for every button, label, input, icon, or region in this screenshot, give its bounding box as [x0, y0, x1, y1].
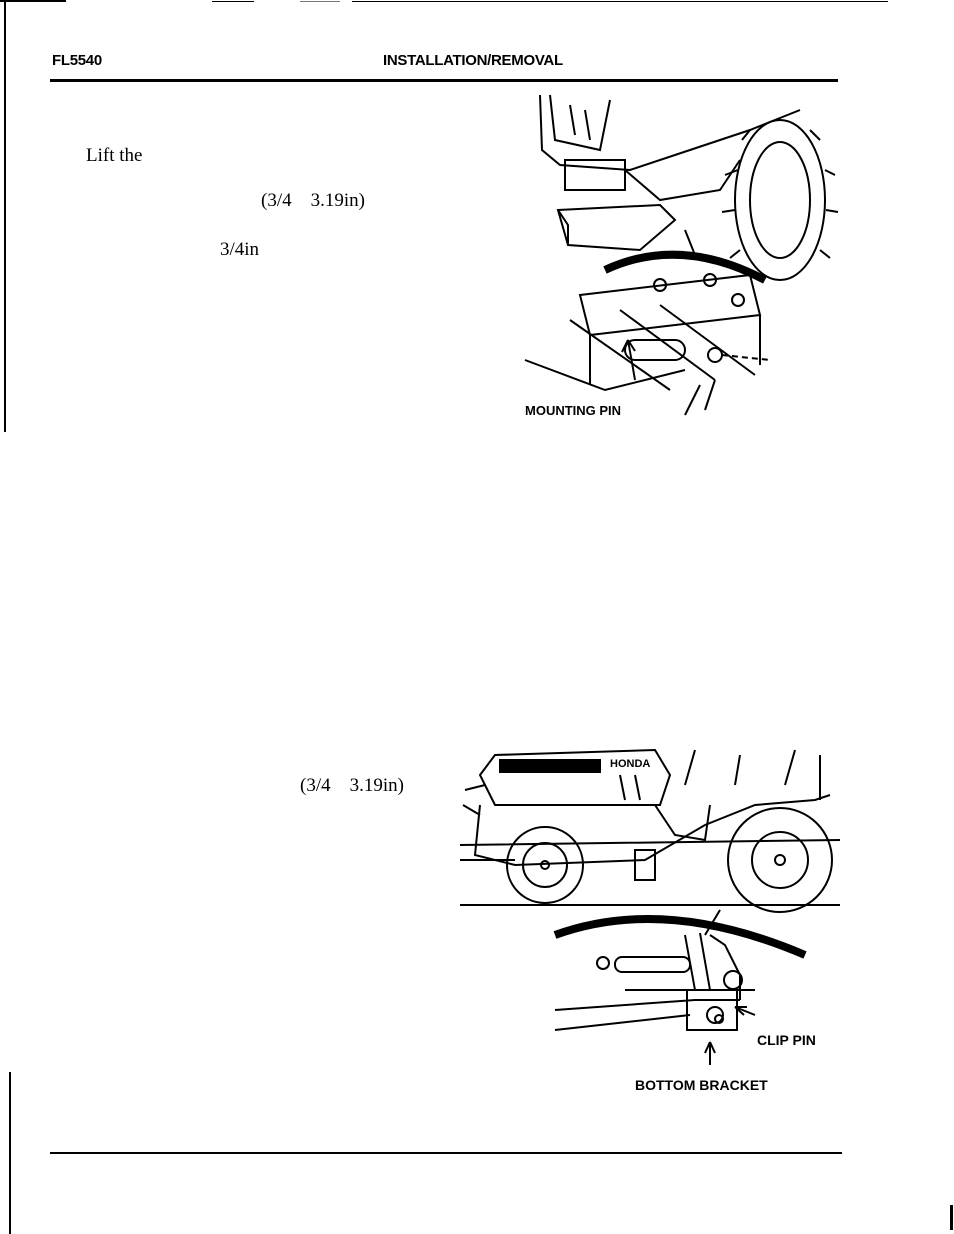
left-border-upper	[4, 0, 6, 432]
left-border-lower	[9, 1072, 11, 1234]
top-rule-right	[352, 1, 888, 2]
lift-text: Lift the	[86, 145, 143, 166]
dimension-text-lower: (3/4 3.19in)	[300, 775, 404, 796]
right-edge-mark	[950, 1205, 953, 1230]
clip-pin-label: CLIP PIN	[757, 1032, 816, 1048]
bottom-bracket-label: BOTTOM BRACKET	[635, 1077, 768, 1093]
header-rule	[50, 79, 838, 82]
top-rule-left	[0, 0, 66, 2]
mounting-pin-label: MOUNTING PIN	[525, 403, 621, 418]
bottom-bracket-figure: HONDA CLIP PIN BOTTOM BRACKET	[459, 748, 841, 1093]
footer-rule	[50, 1152, 842, 1154]
mounting-pin-figure: MOUNTING PIN	[524, 94, 839, 418]
brand-text: HONDA	[610, 758, 650, 770]
top-rule-frag-1	[212, 1, 254, 2]
size-text: 3/4in	[220, 239, 260, 260]
top-rule-frag-2	[300, 1, 340, 2]
header-section: INSTALLATION/REMOVAL	[383, 52, 563, 69]
dimension-text-upper: (3/4 3.19in)	[261, 190, 365, 211]
header-model: FL5540	[52, 52, 102, 69]
